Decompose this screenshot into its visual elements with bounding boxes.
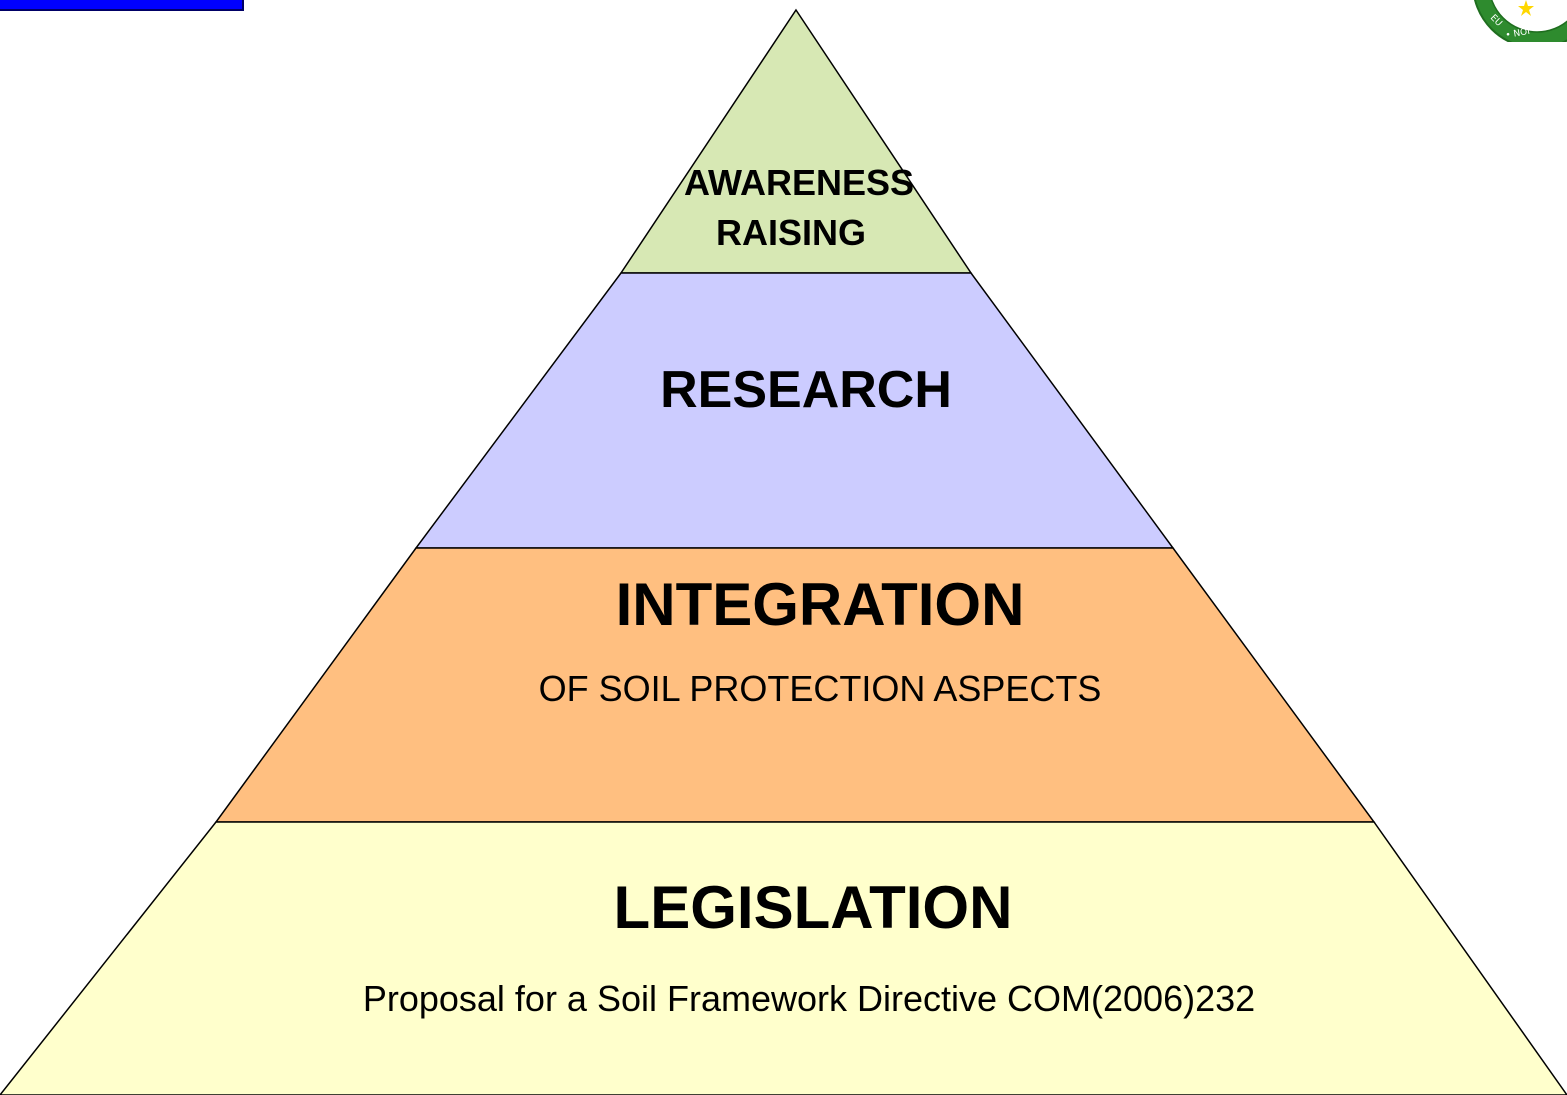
awareness-title-line1: AWARENESS bbox=[683, 162, 915, 203]
integration-subtitle: OF SOIL PROTECTION ASPECTS bbox=[538, 668, 1102, 709]
svg-text:• NOI: • NOI bbox=[1505, 27, 1531, 41]
research-title: RESEARCH bbox=[660, 361, 952, 419]
header-bar bbox=[0, 0, 244, 11]
awareness-title-line2: RAISING bbox=[715, 212, 867, 253]
legislation-title: LEGISLATION bbox=[613, 874, 1013, 941]
integration-title: INTEGRATION bbox=[615, 571, 1025, 638]
pyramid-tier-legislation bbox=[0, 821, 1567, 1095]
legislation-subtitle: Proposal for a Soil Framework Directive … bbox=[362, 978, 1256, 1019]
eu-soil-emblem-icon: EU • NOI bbox=[1462, 0, 1567, 42]
